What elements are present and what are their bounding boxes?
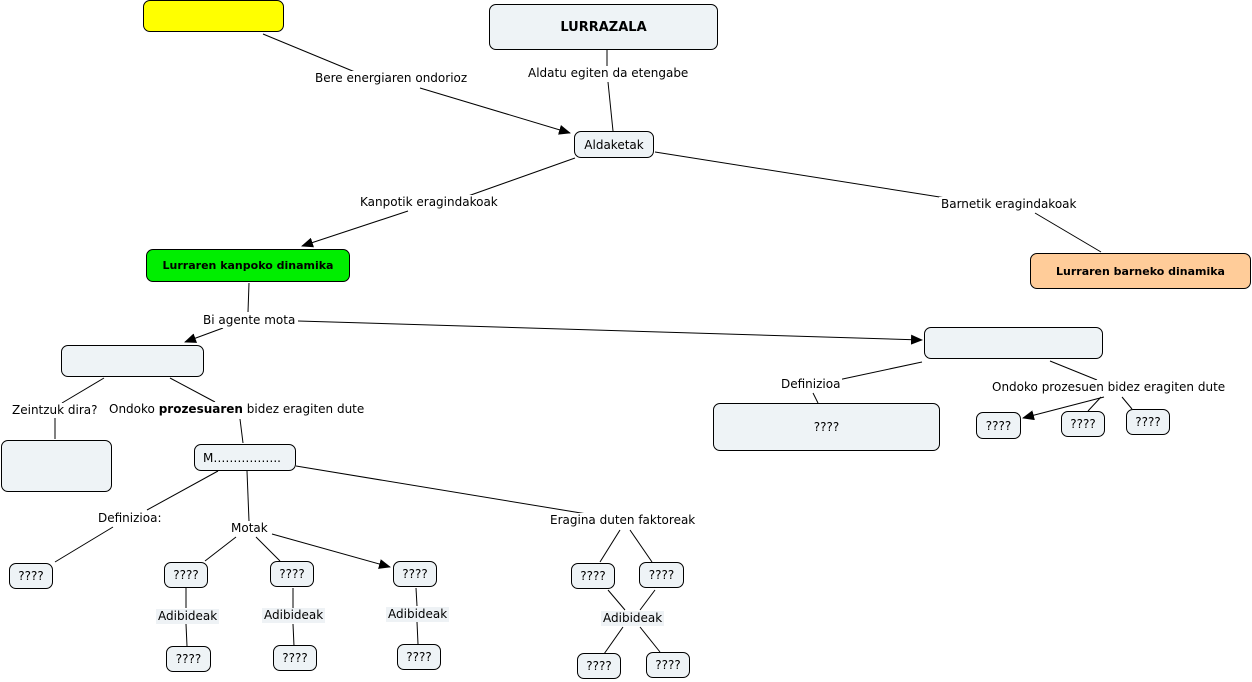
faktore-node-2[interactable]: ???? [639, 562, 684, 588]
label-ondoko-prozesuen: Ondoko prozesuen bidez eragiten dute [990, 380, 1228, 395]
example-node-3[interactable]: ???? [397, 644, 441, 670]
faktore-example-node-1[interactable]: ???? [577, 653, 621, 679]
label-definizioa-right: Definizioa [779, 377, 843, 392]
right-process-node-3[interactable]: ???? [1126, 409, 1170, 435]
label-eragina: Eragina duten faktoreak [548, 513, 698, 528]
label-adibideak-1: Adibideak [156, 609, 220, 624]
lurrazala-node[interactable]: LURRAZALA [489, 4, 718, 50]
label-adibideak-2: Adibideak [262, 608, 326, 623]
aldaketak-node[interactable]: Aldaketak [574, 131, 654, 158]
barneko-dinamika-node[interactable]: Lurraren barneko dinamika [1030, 253, 1251, 289]
label-adibideak-3: Adibideak [386, 607, 450, 622]
zeintzuk-empty-node[interactable] [1, 440, 112, 492]
label-bere-energiaren: Bere energiaren ondorioz [313, 71, 470, 86]
label-adibideak-4: Adibideak [601, 611, 665, 626]
label-zeintzuk: Zeintzuk dira? [10, 403, 100, 418]
left-agent-empty-node[interactable] [61, 345, 204, 377]
label-definizioa-left: Definizioa: [96, 511, 164, 526]
label-motak: Motak [229, 521, 270, 536]
label-bi-agente: Bi agente mota [201, 313, 298, 328]
yellow-empty-node[interactable] [143, 0, 284, 32]
mota-node-2[interactable]: ???? [270, 561, 314, 587]
label-kanpotik: Kanpotik eragindakoak [358, 195, 500, 210]
faktore-example-node-2[interactable]: ???? [646, 652, 690, 678]
right-process-node-1[interactable]: ???? [976, 412, 1021, 439]
label-ondoko-prozesuaren: Ondoko prozesuaren bidez eragiten dute [107, 402, 367, 417]
right-process-node-2[interactable]: ???? [1061, 411, 1105, 437]
kanpoko-dinamika-node[interactable]: Lurraren kanpoko dinamika [146, 249, 350, 282]
mota-node-3[interactable]: ???? [393, 561, 437, 587]
example-node-1[interactable]: ???? [166, 646, 211, 672]
right-agent-empty-node[interactable] [924, 327, 1103, 359]
mota-node-1[interactable]: ???? [164, 562, 208, 588]
label-barnetik: Barnetik eragindakoak [939, 197, 1079, 212]
definition-value-node[interactable]: ???? [9, 563, 53, 589]
label-aldatu: Aldatu egiten da etengabe [526, 66, 691, 81]
m-process-node[interactable]: M…………….. [194, 444, 296, 471]
faktore-node-1[interactable]: ???? [571, 563, 615, 589]
example-node-2[interactable]: ???? [273, 645, 317, 671]
right-definition-node[interactable]: ???? [713, 403, 940, 451]
